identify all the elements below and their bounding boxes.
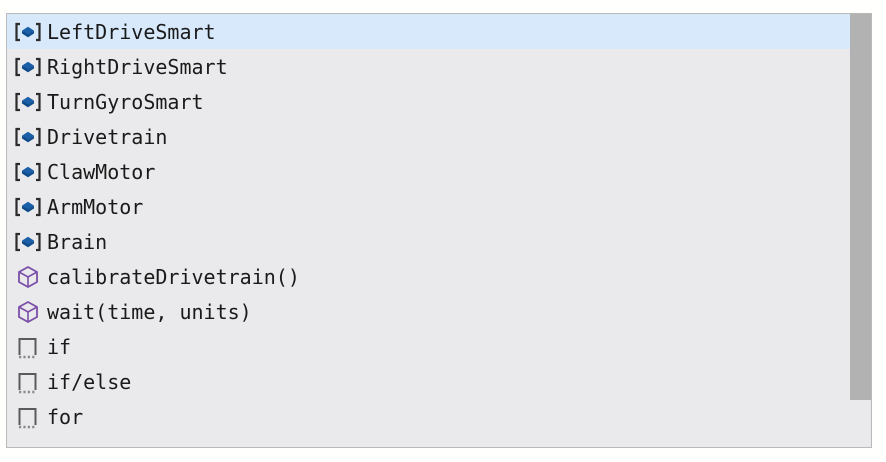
suggestion-row-label: for [47,404,84,429]
suggestion-row[interactable]: wait(time, units) [7,294,871,329]
blue-box-device-icon [15,196,41,218]
suggestion-row-label: TurnGyroSmart [47,89,204,114]
suggestion-row-label: if [47,334,72,359]
suggestion-row-label: ClawMotor [47,159,156,184]
suggestion-row[interactable]: Drivetrain [7,119,871,154]
blue-box-device-icon [15,21,41,43]
suggestion-row-label: RightDriveSmart [47,54,228,79]
suggestion-row-label: ArmMotor [47,194,144,219]
suggestion-row[interactable]: if [7,329,871,364]
vertical-scrollbar-thumb[interactable] [850,14,871,400]
gray-dotted-square-block-icon [15,336,41,358]
suggestion-row[interactable]: ArmMotor [7,189,871,224]
suggestion-row-label: if/else [47,369,132,394]
blue-box-device-icon [15,56,41,78]
gray-dotted-square-block-icon [15,371,41,393]
suggestion-row[interactable]: for [7,399,871,434]
suggestion-row-label: LeftDriveSmart [47,19,216,44]
vertical-scrollbar[interactable] [850,14,871,447]
suggestion-row[interactable]: ClawMotor [7,154,871,189]
blue-box-device-icon [15,126,41,148]
suggestion-row[interactable]: calibrateDrivetrain() [7,259,871,294]
suggestion-row[interactable]: Brain [7,224,871,259]
suggestion-row[interactable]: TurnGyroSmart [7,84,871,119]
suggestion-row[interactable]: if/else [7,364,871,399]
purple-cube-function-icon [15,300,41,323]
suggestion-row-label: Drivetrain [47,124,168,149]
blue-box-device-icon [15,231,41,253]
blue-box-device-icon [15,91,41,113]
gray-dotted-square-block-icon [15,406,41,428]
suggestion-row-label: calibrateDrivetrain() [47,264,300,289]
suggestion-row-label: wait(time, units) [47,299,252,324]
suggestion-row-label: Brain [47,229,108,254]
blue-box-device-icon [15,161,41,183]
purple-cube-function-icon [15,265,41,288]
suggestion-row[interactable]: LeftDriveSmart [7,14,871,49]
suggestion-row[interactable]: RightDriveSmart [7,49,871,84]
